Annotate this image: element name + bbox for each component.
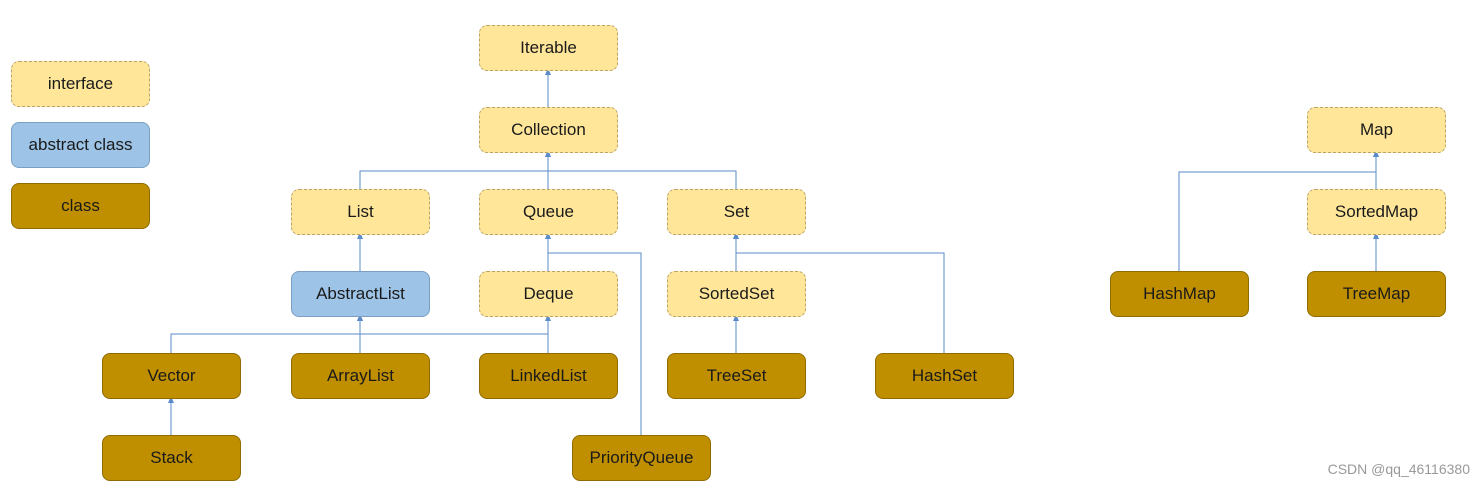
node-priority-queue: PriorityQueue — [572, 435, 711, 481]
node-iterable-label: Iterable — [520, 38, 577, 57]
edge-hash-map-to-map — [1178, 150, 1379, 271]
edge-set-to-collection — [545, 150, 737, 189]
node-vector: Vector — [102, 353, 241, 399]
node-hash-set-label: HashSet — [911, 366, 978, 385]
legend-abstract-class: abstract class — [11, 122, 150, 168]
legend-class-label: class — [61, 196, 100, 215]
legend-abstract-class-label: abstract class — [28, 135, 133, 154]
edge-list-to-collection — [359, 150, 551, 189]
watermark: CSDN @qq_46116380 — [1327, 461, 1470, 477]
legend-interface-label: interface — [47, 74, 114, 93]
node-collection: Collection — [479, 107, 618, 153]
node-hash-map: HashMap — [1110, 271, 1249, 317]
node-sorted-set-label: SortedSet — [698, 284, 775, 303]
node-queue-label: Queue — [522, 202, 575, 221]
node-deque-label: Deque — [523, 284, 574, 303]
edge-linked-list-to-abstract-list — [357, 314, 549, 353]
node-sorted-map-label: SortedMap — [1334, 202, 1419, 221]
node-iterable: Iterable — [479, 25, 618, 71]
node-deque: Deque — [479, 271, 618, 317]
node-stack-label: Stack — [150, 448, 193, 467]
node-abstract-list: AbstractList — [291, 271, 430, 317]
node-linked-list-label: LinkedList — [510, 366, 587, 385]
node-set: Set — [667, 189, 806, 235]
node-set-label: Set — [723, 202, 750, 221]
node-sorted-map: SortedMap — [1307, 189, 1446, 235]
node-stack: Stack — [102, 435, 241, 481]
node-array-list-label: ArrayList — [326, 366, 395, 385]
node-priority-queue-label: PriorityQueue — [589, 448, 694, 467]
node-linked-list: LinkedList — [479, 353, 618, 399]
node-list: List — [291, 189, 430, 235]
node-abstract-list-label: AbstractList — [316, 284, 405, 303]
node-hash-set: HashSet — [875, 353, 1014, 399]
node-tree-map-label: TreeMap — [1342, 284, 1411, 303]
node-sorted-set: SortedSet — [667, 271, 806, 317]
node-map: Map — [1307, 107, 1446, 153]
node-list-label: List — [347, 202, 374, 221]
node-hash-map-label: HashMap — [1143, 284, 1216, 303]
legend-interface: interface — [11, 61, 150, 107]
edge-hash-set-to-set — [733, 232, 945, 353]
node-tree-set-label: TreeSet — [706, 366, 767, 385]
node-vector-label: Vector — [147, 366, 196, 385]
node-array-list: ArrayList — [291, 353, 430, 399]
edge-vector-to-abstract-list — [170, 314, 363, 353]
legend-class: class — [11, 183, 150, 229]
edge-priority-queue-to-queue — [545, 232, 642, 435]
node-map-label: Map — [1359, 120, 1394, 139]
node-queue: Queue — [479, 189, 618, 235]
node-tree-set: TreeSet — [667, 353, 806, 399]
node-tree-map: TreeMap — [1307, 271, 1446, 317]
node-collection-label: Collection — [511, 120, 586, 139]
